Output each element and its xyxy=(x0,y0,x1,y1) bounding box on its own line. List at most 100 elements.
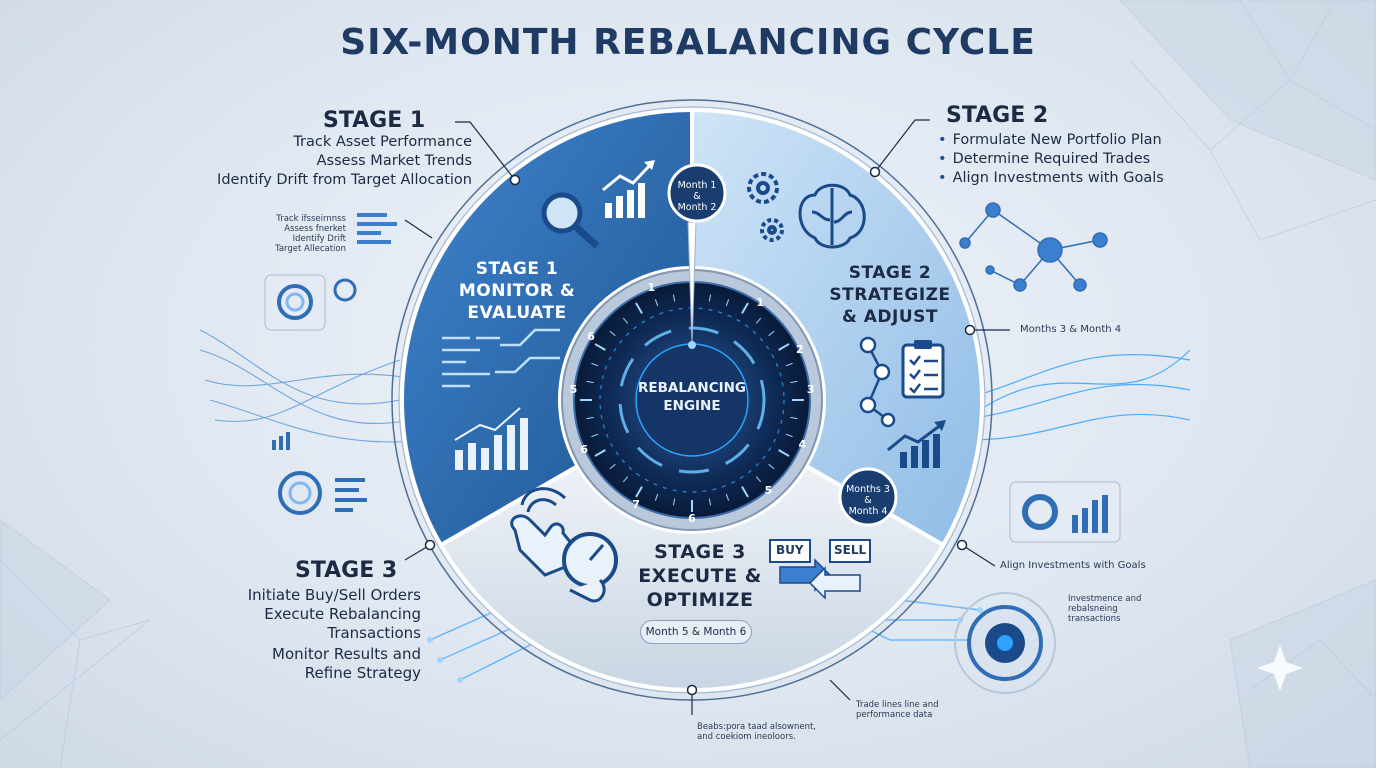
mini-note-line: Track ifsseirnnss xyxy=(276,214,346,224)
clipboard-icon xyxy=(901,340,945,399)
stage3-line: Refine Strategy xyxy=(304,664,421,682)
stage1-line: Track Asset Performance xyxy=(293,134,472,150)
badge-right xyxy=(838,467,898,527)
left-widget-icons xyxy=(264,213,397,515)
segment-label-line: STAGE 3 xyxy=(654,541,746,563)
mini-note-line: Assess fnerket xyxy=(284,224,346,234)
gauge-icon xyxy=(562,532,618,603)
stage2-bullet: Formulate New Portfolio Plan xyxy=(938,131,1164,150)
segment-label-line: OPTIMIZE xyxy=(646,589,754,611)
stage1-heading: STAGE 1 xyxy=(323,108,426,133)
trade-lines-note: Trade lines line and performance data xyxy=(856,700,938,720)
stage2-invest-note: Investmence and rebalsneing transactions xyxy=(1068,594,1141,624)
dial-number: 6 xyxy=(587,329,595,343)
dial-tick xyxy=(755,476,762,483)
engine-line: ENGINE xyxy=(663,398,721,414)
stage2-months-note: Months 3 & Month 4 xyxy=(1020,324,1122,335)
gears-icon xyxy=(747,172,784,242)
stage2-bullet: Determine Required Trades xyxy=(938,150,1164,169)
badge-line: Month 2 xyxy=(677,202,717,213)
invest-note-line: rebalsneing xyxy=(1068,604,1118,614)
stage2-segment-label: STAGE 2 STRATEGIZE & ADJUST xyxy=(825,262,955,328)
stage3-heading: STAGE 3 xyxy=(295,558,398,583)
dial-tick xyxy=(594,449,606,457)
dial-number: 7 xyxy=(632,498,640,512)
mini-note-line: Target Allecation xyxy=(275,244,346,254)
note-line: and coekiom ineoloors. xyxy=(697,732,796,742)
buy-sell-arrows-icon xyxy=(769,539,871,600)
dial-tick xyxy=(790,380,798,384)
segment-label-line: STAGE 2 xyxy=(848,263,932,283)
dial-tick xyxy=(654,299,659,307)
segment-label-line: MONITOR & xyxy=(458,281,576,301)
flow-nodes-icon xyxy=(859,336,896,428)
dial-tick xyxy=(755,317,762,324)
dial-tick xyxy=(778,343,790,351)
stage1-segment xyxy=(400,107,694,548)
dial-tick xyxy=(609,463,616,470)
dial-number: 1 xyxy=(756,295,765,309)
stage3-line: Transactions xyxy=(327,624,421,642)
stage3-segment-label: STAGE 3 EXECUTE & OPTIMIZE xyxy=(630,540,770,612)
dial-tick xyxy=(635,486,643,498)
invest-note-line: Investmence and xyxy=(1068,594,1142,604)
note-line: performance data xyxy=(856,710,933,720)
segment-label-line: STAGE 1 xyxy=(475,259,559,279)
stage1-line: Identify Drift from Target Allocation xyxy=(217,172,472,188)
dial-tick xyxy=(768,330,775,337)
dial-tick xyxy=(586,380,594,384)
dial-tick xyxy=(672,294,676,302)
radial-widget-icon xyxy=(954,592,1056,694)
stage1-segment-label: STAGE 1 MONITOR & EVALUATE xyxy=(452,258,582,324)
dial-tick xyxy=(622,317,629,324)
stage1-line: Assess Market Trends xyxy=(316,153,472,169)
dial-number: 1 xyxy=(647,281,656,295)
hand-click-icon xyxy=(510,487,577,577)
dial-number: 5 xyxy=(569,382,578,396)
badge-top-text: Month 1 & Month 2 xyxy=(673,180,721,213)
stage2-segment xyxy=(690,107,984,548)
dial-number: 6 xyxy=(688,512,696,525)
stage2-heading: STAGE 2 xyxy=(946,103,1049,128)
stage2-align-note: Align Investments with Goals xyxy=(1000,560,1146,571)
stage2-bullet: Align Investments with Goals xyxy=(938,169,1164,188)
dial-tick xyxy=(672,498,676,506)
dial-tick xyxy=(725,493,730,501)
dial-number: 3 xyxy=(806,382,815,396)
sell-label: SELL xyxy=(834,543,867,557)
dial-tick xyxy=(741,486,749,498)
badge-line: Month 1 xyxy=(677,180,717,191)
dial-number: 4 xyxy=(798,437,807,451)
badge-top xyxy=(667,163,727,223)
dial-tick xyxy=(594,343,606,351)
dial-tick xyxy=(785,433,793,438)
dial-tick xyxy=(586,416,594,420)
dial-tick xyxy=(778,449,790,457)
buy-label: BUY xyxy=(776,543,804,557)
stage3-line: Execute Rebalancing xyxy=(264,605,421,623)
stage3-line: Monitor Results and xyxy=(272,645,421,663)
dial-tick xyxy=(708,498,712,506)
stage3-line: Initiate Buy/Sell Orders xyxy=(247,586,421,604)
segment-label-line: STRATEGIZE xyxy=(829,285,951,305)
dial-tick xyxy=(635,302,643,314)
data-lines-icon xyxy=(442,328,560,388)
bar-chart-icon xyxy=(454,407,528,470)
segment-label-line: & ADJUST xyxy=(842,307,938,327)
badge-line: & xyxy=(864,495,872,506)
dial-number: 5 xyxy=(764,484,773,498)
badge-line: & xyxy=(693,191,701,202)
page-title: SIX-MONTH REBALANCING CYCLE xyxy=(340,22,1036,63)
dial-tick xyxy=(725,299,730,307)
badge-line: Month 4 xyxy=(848,506,888,517)
stage2-bullets: Formulate New Portfolio Plan Determine R… xyxy=(938,131,1164,188)
segment-label-line: EVALUATE xyxy=(467,303,567,323)
badge-right-text: Months 3 & Month 4 xyxy=(844,484,892,517)
note-line: Trade lines line and xyxy=(856,700,939,710)
stage1-mini-note: Track ifsseirnnss Assess fnerket Identif… xyxy=(275,214,346,254)
magnifier-icon xyxy=(541,192,600,249)
stage3-segment xyxy=(438,463,946,692)
dial-tick xyxy=(654,493,659,501)
dial-tick xyxy=(790,416,798,420)
